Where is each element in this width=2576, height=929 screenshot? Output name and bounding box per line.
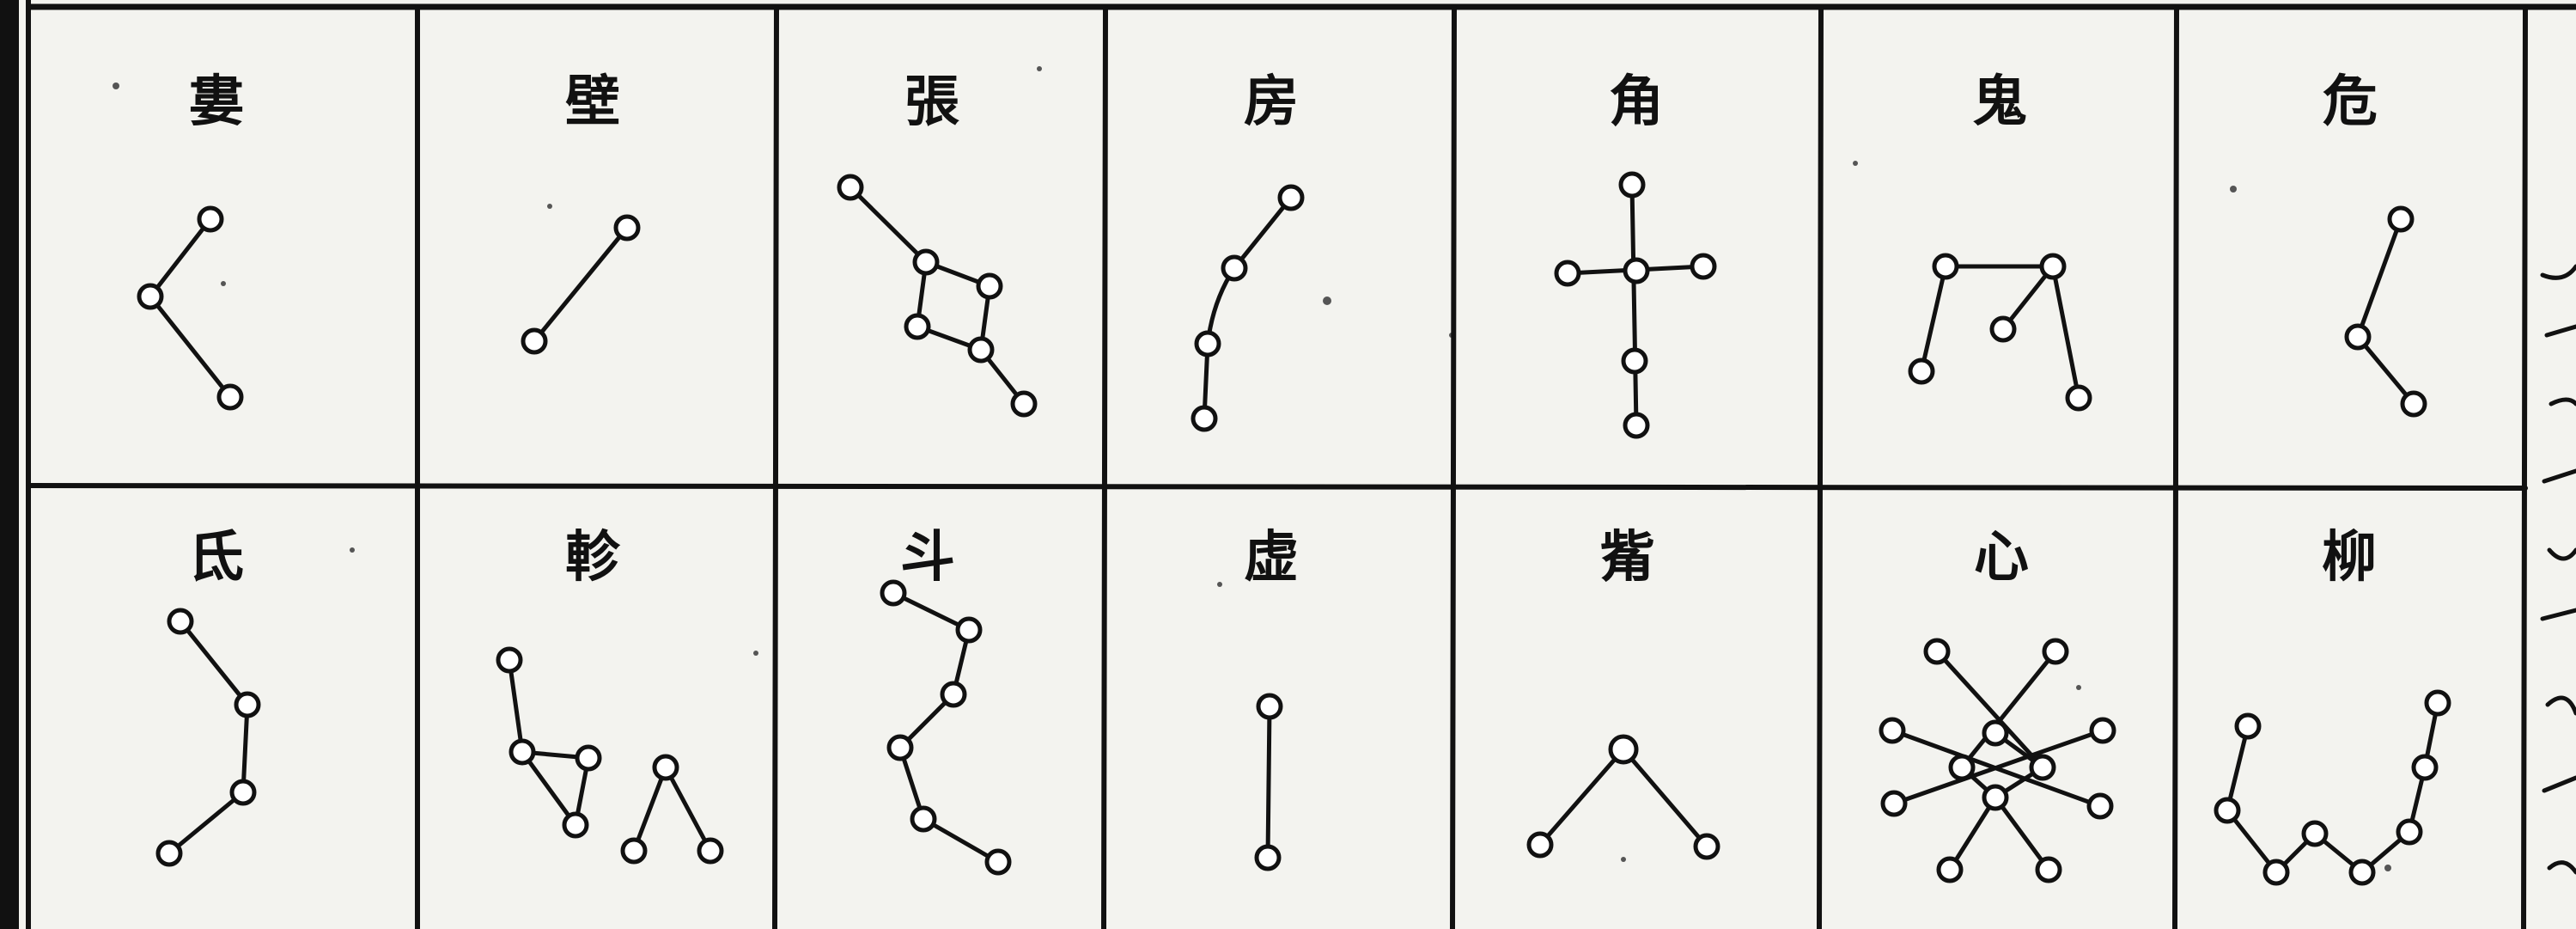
constellation-label: 柳 <box>2322 525 2377 590</box>
cell-di: 氐 <box>158 525 259 865</box>
star-pattern <box>1556 174 1714 437</box>
column-dividers <box>417 7 2525 929</box>
star-pattern <box>1257 695 1281 869</box>
constellation-label: 張 <box>904 70 959 134</box>
cell-zhang: 張 <box>839 70 1035 415</box>
star-pattern <box>158 610 259 865</box>
cell-xin: 心 <box>1881 525 2114 881</box>
cell-gui: 鬼 <box>1910 70 2090 409</box>
star-pattern <box>498 649 722 862</box>
constellation-label: 虚 <box>1244 525 1299 590</box>
left-margin-bar <box>0 0 19 929</box>
star-pattern <box>1910 255 2090 409</box>
row-divider <box>31 486 2525 488</box>
star-pattern <box>1529 736 1718 858</box>
cell-dou: 斗 <box>882 525 1009 873</box>
constellation-label: 斗 <box>900 525 955 590</box>
constellation-label: 危 <box>2323 70 2378 134</box>
constellation-label: 壁 <box>565 70 620 134</box>
star-pattern <box>839 176 1035 415</box>
constellation-label: 房 <box>1244 70 1299 134</box>
right-margin-strokes <box>2543 266 2576 872</box>
star-pattern <box>139 208 241 408</box>
cell-liu: 柳 <box>2216 525 2449 883</box>
constellation-label: 鬼 <box>1972 70 2027 134</box>
constellation-label: 觜 <box>1600 525 1655 590</box>
constellation-label: 角 <box>1609 70 1664 134</box>
left-margin-rule <box>26 0 31 929</box>
star-pattern <box>2216 692 2449 883</box>
star-pattern <box>523 217 638 352</box>
constellation-label: 軫 <box>565 525 621 590</box>
constellation-label: 婁 <box>189 70 244 134</box>
constellation-label: 心 <box>1974 525 2029 590</box>
cell-jiao: 角 <box>1556 70 1714 437</box>
cell-wei: 危 <box>2323 70 2425 415</box>
cell-bi: 壁 <box>523 70 638 352</box>
cell-lou: 婁 <box>139 70 244 408</box>
star-pattern <box>882 582 1009 873</box>
star-pattern <box>1881 640 2114 881</box>
star-pattern <box>1193 186 1302 430</box>
star-pattern <box>2347 208 2425 415</box>
constellation-label: 氐 <box>189 525 244 590</box>
cell-zi: 觜 <box>1529 525 1718 858</box>
cell-xu: 虚 <box>1244 525 1299 869</box>
cell-zhen: 軫 <box>498 525 722 862</box>
cell-fang: 房 <box>1193 70 1302 430</box>
